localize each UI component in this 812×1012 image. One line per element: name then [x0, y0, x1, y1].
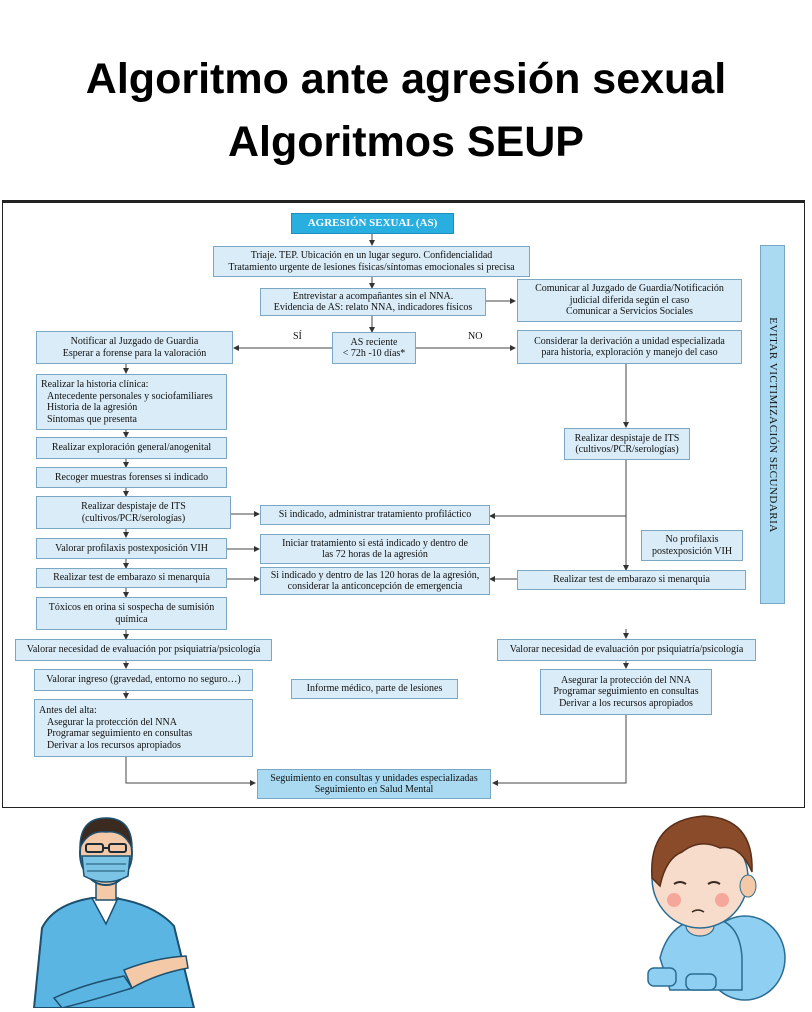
notify-judge-right-box: Comunicar al Juzgado de Guardia/Notifica… [517, 279, 742, 322]
yes-label: SÍ [293, 331, 302, 342]
decision-box: AS reciente < 72h -10 días* [332, 332, 416, 364]
protection-line: Derivar a los recursos apropiados [559, 697, 693, 709]
side-banner-text: EVITAR VICTIMIZACIÓN SECUNDARIA [766, 316, 779, 533]
followup-line: Seguimiento en consultas y unidades espe… [270, 772, 478, 784]
flowchart-connectors [123, 234, 629, 786]
triage-line: Triaje. TEP. Ubicación en un lugar segur… [250, 250, 493, 261]
decision-line: < 72h -10 días* [342, 348, 406, 359]
hiv-box: Valorar profilaxis postexposición VIH [36, 538, 227, 559]
admission-box: Valorar ingreso (gravedad, entorno no se… [34, 669, 253, 691]
interview-line: Evidencia de AS: relato NNA, indicadores… [273, 302, 473, 313]
followup-line: Seguimiento en Salud Mental [314, 784, 434, 795]
flowchart-frame: AGRESIÓN SEXUAL (AS) Triaje. TEP. Ubicac… [2, 200, 805, 808]
notify-line: Comunicar al Juzgado de Guardia/Notifica… [535, 283, 724, 295]
followup-box: Seguimiento en consultas y unidades espe… [257, 769, 491, 799]
discharge-line: Derivar a los recursos apropiados [47, 739, 181, 751]
no-prophylaxis-box: No profilaxis postexposición VIH [641, 530, 743, 561]
discharge-line: Asegurar la protección del NNA [47, 716, 177, 728]
report-box: Informe médico, parte de lesiones [291, 679, 458, 699]
its-line: Realizar despistaje de ITS [81, 501, 186, 512]
psych-left-box: Valorar necesidad de evaluación por psiq… [15, 639, 272, 661]
discharge-box: Antes del alta: Asegurar la protección d… [34, 699, 253, 757]
psych-right-box: Valorar necesidad de evaluación por psiq… [497, 639, 756, 661]
history-line: Antecedente personales y sociofamiliares [47, 390, 213, 402]
header-box: AGRESIÓN SEXUAL (AS) [291, 213, 454, 234]
exam-box: Realizar exploración general/anogenital [36, 437, 227, 459]
notify-line: judicial diferida según el caso [569, 294, 690, 306]
samples-box: Recoger muestras forenses si indicado [36, 467, 227, 488]
pregnancy-right-box: Realizar test de embarazo si menarquia [517, 570, 746, 590]
side-banner: EVITAR VICTIMIZACIÓN SECUNDARIA [760, 245, 785, 604]
its-line: (cultivos/PCR/serologías) [575, 444, 679, 455]
history-box: Realizar la historia clínica: Antecedent… [36, 374, 227, 430]
referral-line: para historia, exploración y manejo del … [541, 347, 718, 358]
protection-line: Programar seguimiento en consultas [553, 686, 699, 698]
treatment-line: Iniciar tratamiento si está indicado y d… [282, 537, 468, 549]
history-line: Síntomas que presenta [47, 413, 137, 425]
referral-line: Considerar la derivación a unidad especi… [534, 335, 725, 347]
contraception-line: Si indicado y dentro de las 120 horas de… [270, 569, 480, 581]
referral-box: Considerar la derivación a unidad especi… [517, 330, 742, 364]
toxics-line: química [115, 613, 148, 625]
toxics-line: Tóxicos en orina si sospecha de sumisión [48, 602, 215, 613]
triage-line: Tratamiento urgente de lesiones físicas/… [228, 261, 515, 273]
interview-line: Entrevistar a acompañantes sin el NNA. [292, 290, 454, 302]
pregnancy-left-box: Realizar test de embarazo si menarquia [36, 568, 227, 588]
start-treatment-box: Iniciar tratamiento si está indicado y d… [260, 534, 490, 564]
discharge-line: Programar seguimiento en consultas [47, 728, 193, 739]
discharge-line: Antes del alta: [39, 705, 97, 716]
protection-box: Asegurar la protección del NNA Programar… [540, 669, 712, 715]
its-left-box: Realizar despistaje de ITS (cultivos/PCR… [36, 496, 231, 529]
triage-box: Triaje. TEP. Ubicación en un lugar segur… [213, 246, 530, 277]
its-right-box: Realizar despistaje de ITS (cultivos/PCR… [564, 428, 690, 460]
page-subtitle: Algoritmos SEUP [228, 118, 584, 166]
history-line: Realizar la historia clínica: [41, 379, 149, 390]
doctor-illustration [32, 817, 196, 1008]
its-line: Realizar despistaje de ITS [574, 432, 680, 444]
notify-judge-box: Notificar al Juzgado de Guardia Esperar … [36, 331, 233, 364]
contraception-box: Si indicado y dentro de las 120 horas de… [260, 567, 490, 595]
decision-line: AS reciente [350, 336, 398, 348]
child-illustration [647, 815, 786, 1001]
notify-judge-line: Esperar a forense para la valoración [62, 347, 207, 359]
no-prophylaxis-line: No profilaxis [665, 534, 719, 545]
no-label: NO [468, 331, 483, 342]
notify-judge-line: Notificar al Juzgado de Guardia [70, 336, 199, 347]
no-prophylaxis-line: postexposición VIH [651, 545, 733, 557]
interview-box: Entrevistar a acompañantes sin el NNA. E… [260, 288, 486, 316]
protection-line: Asegurar la protección del NNA [561, 674, 691, 686]
its-line: (cultivos/PCR/serologías) [81, 512, 186, 524]
treatment-line: las 72 horas de la agresión [322, 549, 428, 560]
prophylaxis-box: Si indicado, administrar tratamiento pro… [260, 505, 490, 525]
history-line: Historia de la agresión [47, 402, 138, 413]
notify-line: Comunicar a Servicios Sociales [566, 306, 693, 318]
toxics-box: Tóxicos en orina si sospecha de sumisión… [36, 597, 227, 630]
page-title: Algoritmo ante agresión sexual [85, 55, 727, 103]
contraception-line: considerar la anticoncepción de emergenc… [287, 581, 463, 592]
